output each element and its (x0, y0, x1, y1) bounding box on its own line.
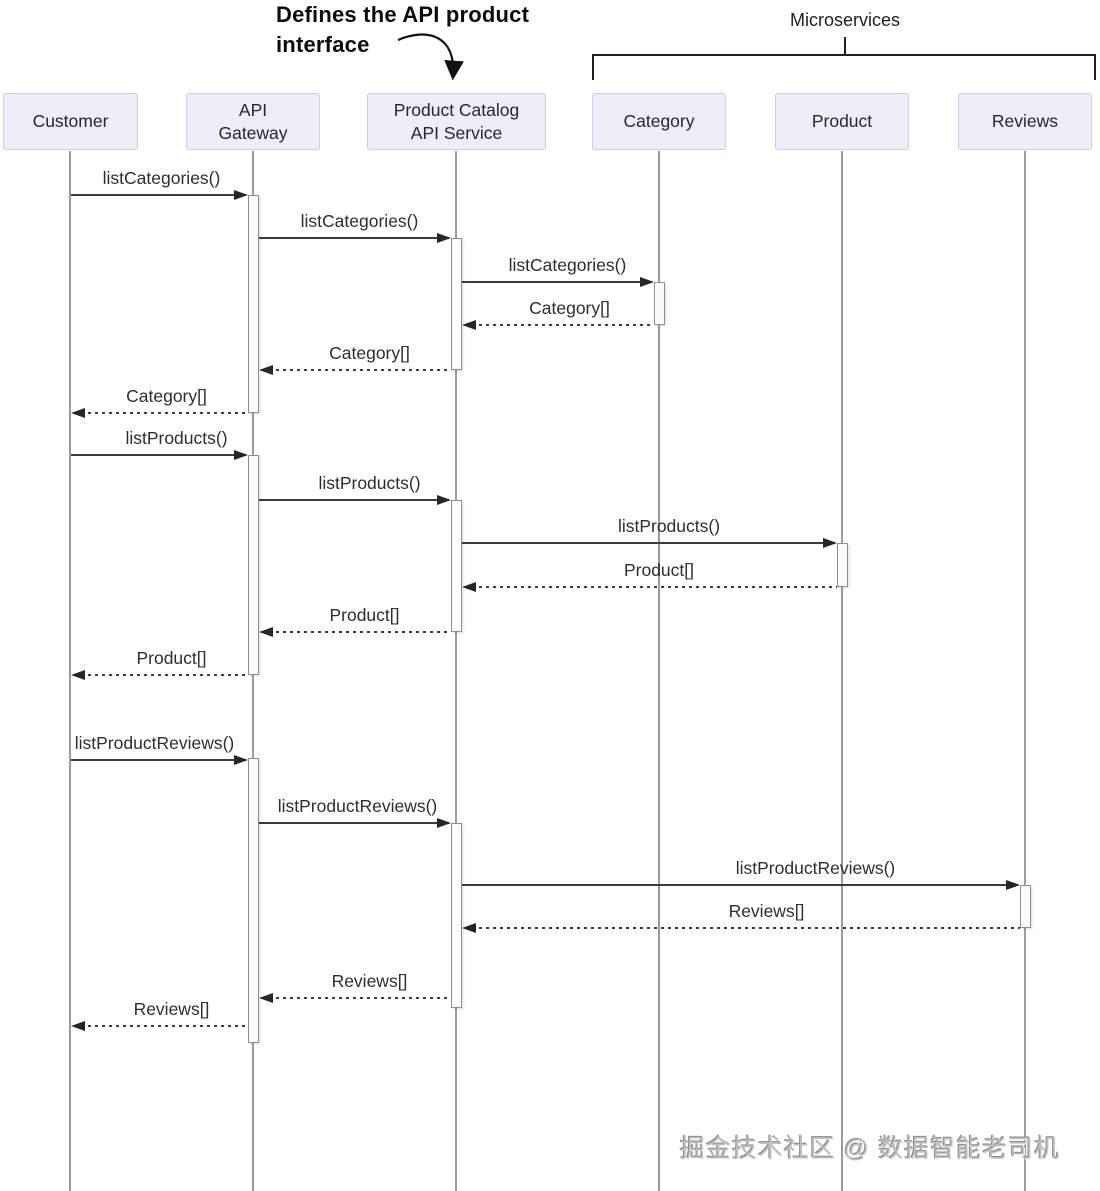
message-line (259, 499, 449, 501)
microservices-bracket-right-end (1094, 54, 1096, 80)
message-label: listCategories() (102, 168, 221, 188)
message-line (262, 631, 451, 633)
message-label: listProductReviews() (735, 858, 896, 878)
message-label: listProducts() (617, 516, 721, 536)
actor-product-catalog: Product Catalog API Service (367, 93, 546, 150)
activation-bar-product-catalog (450, 238, 462, 370)
message-arrowhead-icon (71, 669, 85, 680)
watermark-text: 掘金技术社区 @ 数据智能老司机 (679, 1135, 1061, 1163)
message-line (74, 674, 248, 676)
message-line (465, 586, 837, 588)
message-arrowhead-icon (71, 407, 85, 418)
message-label: listProducts() (318, 473, 421, 493)
actor-product: Product (775, 93, 909, 150)
activation-bar-api-gateway (247, 195, 259, 413)
message-label: listProducts() (125, 428, 228, 448)
message-line (71, 759, 246, 761)
message-arrowhead-icon (462, 581, 476, 592)
message-label: Reviews[] (133, 999, 210, 1019)
message-label: Reviews[] (728, 901, 805, 921)
message-line (74, 1025, 248, 1027)
message-arrowhead-icon (437, 232, 451, 243)
message-arrowhead-icon (437, 817, 451, 828)
message-arrowhead-icon (234, 189, 248, 200)
message-line (71, 454, 246, 456)
microservices-group-label: Microservices (789, 10, 900, 30)
message-arrowhead-icon (640, 276, 654, 287)
activation-bar-reviews (1019, 885, 1031, 928)
message-line (465, 324, 654, 326)
message-arrowhead-icon (462, 922, 476, 933)
message-arrowhead-icon (234, 754, 248, 765)
message-label: listCategories() (508, 255, 627, 275)
activation-bar-api-gateway (247, 758, 259, 1043)
message-label: listProductReviews() (74, 733, 235, 753)
lifeline-reviews (1024, 151, 1026, 1191)
message-arrowhead-icon (259, 992, 273, 1003)
message-arrowhead-icon (1006, 879, 1020, 890)
microservices-bracket-bar (592, 54, 1096, 56)
message-label: Reviews[] (331, 971, 408, 991)
message-arrowhead-icon (437, 494, 451, 505)
message-line (259, 237, 449, 239)
message-label: Category[] (126, 386, 207, 406)
microservices-bracket-left-end (592, 54, 594, 80)
message-line (462, 281, 652, 283)
microservices-bracket-tick (844, 37, 846, 55)
actor-reviews: Reviews (958, 93, 1092, 150)
message-arrowhead-icon (71, 1020, 85, 1031)
message-label: Product[] (136, 648, 207, 668)
lifeline-product-catalog (455, 151, 457, 1191)
activation-bar-product (836, 543, 848, 587)
message-arrowhead-icon (234, 449, 248, 460)
message-line (74, 412, 248, 414)
message-line (462, 542, 835, 544)
message-line (71, 194, 246, 196)
annotation-curved-arrow-icon (397, 33, 464, 81)
actor-customer: Customer (3, 93, 138, 150)
annotation-defines-api-product-interface: Defines the API product interface (276, 2, 530, 57)
activation-bar-product-catalog (450, 500, 462, 632)
message-label: listProductReviews() (277, 796, 438, 816)
actor-api-gateway: API Gateway (186, 93, 320, 150)
lifeline-category (658, 151, 660, 1191)
message-arrowhead-icon (259, 364, 273, 375)
message-label: listCategories() (300, 211, 419, 231)
message-line (262, 997, 451, 999)
message-line (262, 369, 451, 371)
actor-category: Category (592, 93, 726, 150)
message-line (465, 927, 1020, 929)
activation-bar-product-catalog (450, 823, 462, 1008)
message-arrowhead-icon (462, 319, 476, 330)
message-arrowhead-icon (259, 626, 273, 637)
message-line (259, 822, 449, 824)
message-line (462, 884, 1018, 886)
lifeline-product (841, 151, 843, 1191)
activation-bar-category (653, 282, 665, 325)
message-label: Product[] (623, 560, 695, 580)
lifeline-customer (69, 151, 71, 1191)
activation-bar-api-gateway (247, 455, 259, 675)
message-label: Product[] (329, 605, 400, 625)
message-label: Category[] (529, 298, 610, 318)
message-label: Category[] (329, 343, 410, 363)
message-arrowhead-icon (823, 537, 837, 548)
